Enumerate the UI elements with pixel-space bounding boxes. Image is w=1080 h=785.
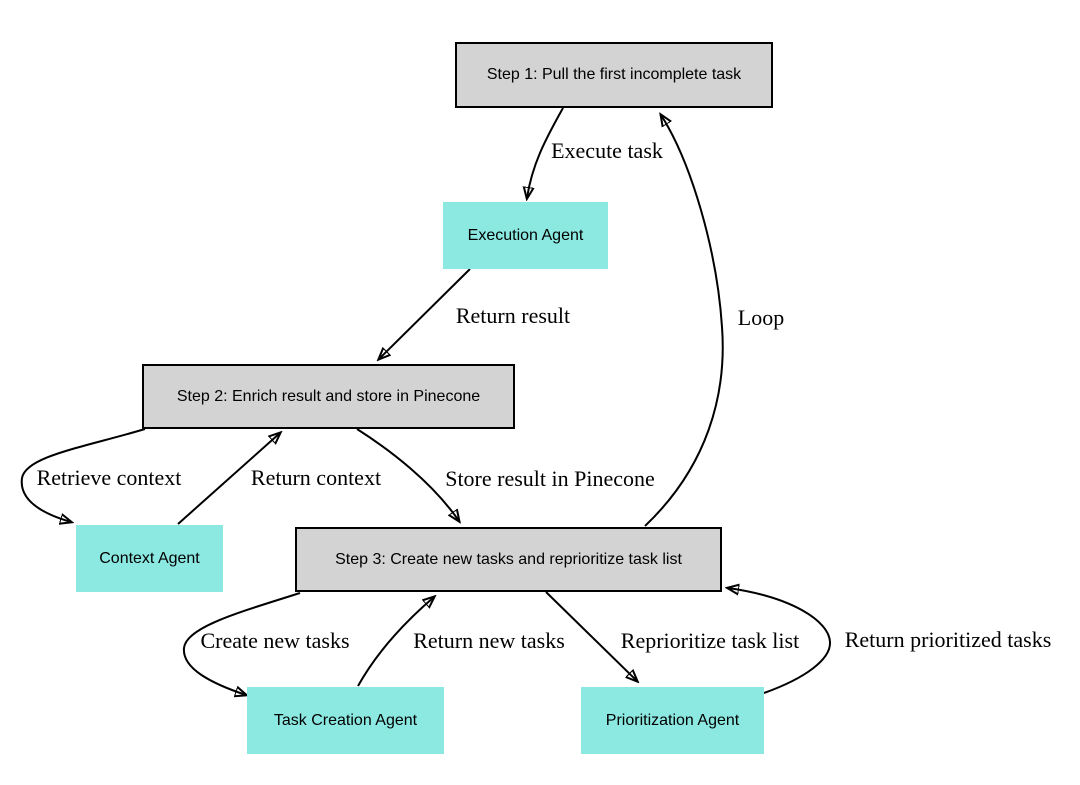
edge-label-return-result: Return result <box>455 303 571 328</box>
edge-return-prioritized-tasks <box>728 588 832 694</box>
edge-label-store-result-in-pinecone: Store result in Pinecone <box>445 466 655 491</box>
edge-label-return-context: Return context <box>250 465 382 490</box>
node-step-2-label: Step 2: Enrich result and store in Pinec… <box>176 387 481 405</box>
edge-store-result <box>356 428 459 521</box>
edge-label-return-prioritized-tasks: Return prioritized tasks <box>844 627 1052 652</box>
edge-create-new-tasks <box>182 592 301 695</box>
edge-return-new-tasks <box>357 597 434 687</box>
edge-label-create-new-tasks: Create new tasks <box>200 628 350 653</box>
node-step-1-label: Step 1: Pull the first incomplete task <box>486 66 742 84</box>
node-prioritization-agent-label: Prioritization Agent <box>605 711 740 729</box>
edge-execute-task <box>527 107 564 198</box>
node-step-3-label: Step 3: Create new tasks and reprioritiz… <box>335 550 682 568</box>
node-execution-agent-label: Execution Agent <box>467 226 584 244</box>
node-context-agent-label: Context Agent <box>99 549 200 567</box>
node-task-creation-agent-label: Task Creation Agent <box>273 711 418 729</box>
edge-label-return-new-tasks: Return new tasks <box>413 628 565 653</box>
edge-label-loop: Loop <box>737 305 785 330</box>
node-task-creation-agent: Task Creation Agent <box>247 687 444 754</box>
edge-retrieve-context <box>20 428 146 522</box>
edge-loop <box>644 115 724 527</box>
edge-label-execute-task: Execute task <box>551 138 663 163</box>
edge-reprioritize-task-list <box>545 591 637 681</box>
node-step-1: Step 1: Pull the first incomplete task <box>455 42 773 108</box>
node-step-3: Step 3: Create new tasks and reprioritiz… <box>295 527 722 592</box>
edge-label-retrieve-context: Retrieve context <box>36 465 182 490</box>
node-context-agent: Context Agent <box>76 525 223 592</box>
node-step-2: Step 2: Enrich result and store in Pinec… <box>142 364 515 429</box>
node-prioritization-agent: Prioritization Agent <box>581 687 764 754</box>
edge-return-context <box>177 433 280 525</box>
edge-label-reprioritize-task-list: Reprioritize task list <box>620 628 800 653</box>
node-execution-agent: Execution Agent <box>443 202 608 269</box>
edge-return-result <box>379 268 471 359</box>
